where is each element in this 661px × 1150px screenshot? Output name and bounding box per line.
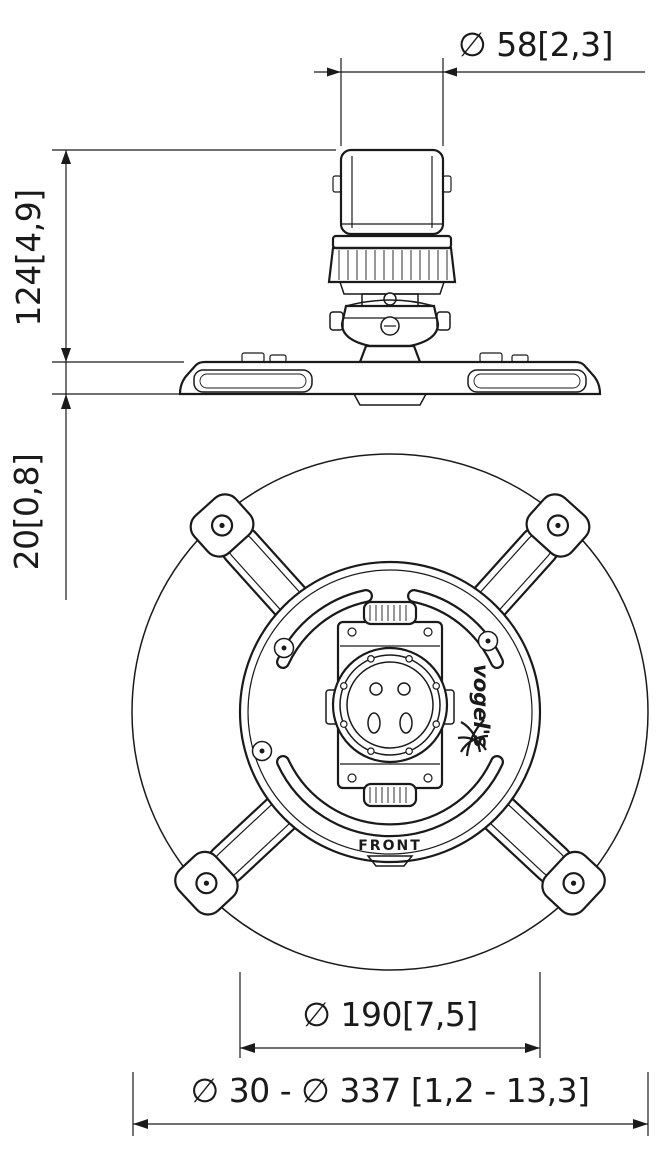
foot-plate-side: [178, 352, 602, 406]
dimension-height-upper: 124[4,9]: [9, 149, 336, 363]
front-marker: FRONT: [358, 838, 422, 867]
front-label: FRONT: [358, 838, 422, 854]
central-hub: [331, 646, 449, 764]
ceiling-cup: [332, 148, 452, 236]
brand-flourish-icon: [457, 719, 489, 757]
plan-view: vogel's FRONT: [131, 453, 649, 971]
brand-logo: vogel's: [457, 664, 493, 757]
side-view: [178, 148, 602, 406]
dim-label-plate-diameter: ∅ 190[7,5]: [302, 995, 477, 1034]
screw-heads: [251, 630, 499, 762]
dim-label-swivel-range: ∅ 30 - ∅ 337 [1,2 - 13,3]: [191, 1071, 590, 1110]
base-plate-inner-rim: [247, 569, 533, 855]
dimension-height-lower: 20[0,8]: [7, 362, 184, 600]
adjustment-collar: [327, 234, 457, 307]
dim-label-top-width: ∅ 58[2,3]: [458, 25, 613, 64]
knurled-knob-top: [362, 600, 418, 626]
dimension-top-width: ∅ 58[2,3]: [314, 25, 645, 146]
ball-joint-housing: [329, 299, 451, 364]
dimension-swivel-range: ∅ 30 - ∅ 337 [1,2 - 13,3]: [132, 1071, 649, 1136]
dim-label-height-lower: 20[0,8]: [7, 454, 46, 571]
dimension-plate-diameter: ∅ 190[7,5]: [239, 972, 541, 1058]
swivel-envelope-circle: [131, 453, 649, 971]
knurled-knob-bottom: [362, 782, 418, 808]
dim-label-height-upper: 124[4,9]: [9, 189, 48, 326]
